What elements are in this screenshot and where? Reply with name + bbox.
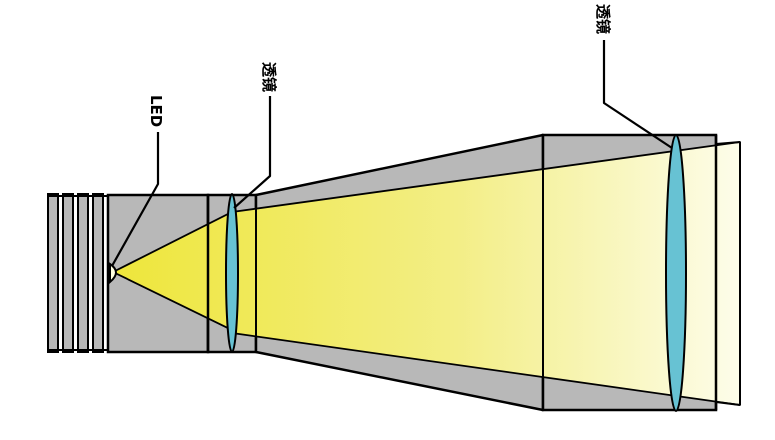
large-lens-label: 透镜 <box>594 4 612 34</box>
heat-sink <box>47 193 108 353</box>
small-lens-label: 透镜 <box>260 62 278 92</box>
large-lens <box>665 134 687 412</box>
light-beam-outer <box>231 141 741 406</box>
output-window <box>714 135 741 410</box>
small-lens <box>225 193 239 353</box>
led-label: LED <box>147 95 165 127</box>
callout-leaders <box>111 40 673 267</box>
